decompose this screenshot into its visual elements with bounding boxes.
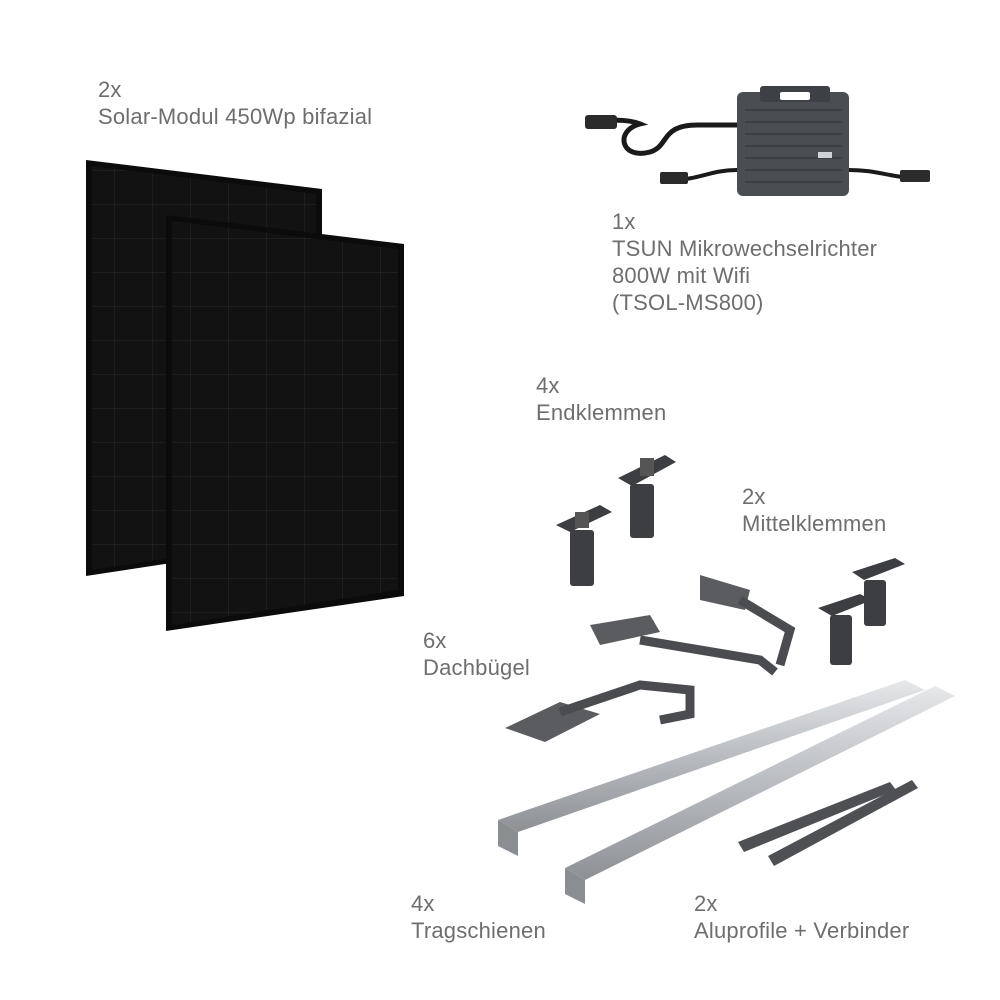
label-end-clamps: 4x Endklemmen — [536, 372, 666, 426]
roof-hooks-name: Dachbügel — [423, 655, 530, 680]
profiles-count: 2x — [694, 891, 718, 916]
end-clamps-name: Endklemmen — [536, 400, 667, 425]
profiles-name: Aluprofile + Verbinder — [694, 918, 910, 943]
inverter-model: (TSOL-MS800) — [612, 290, 764, 315]
label-solar-module: 2x Solar-Modul 450Wp bifazial — [98, 76, 372, 130]
alu-profiles — [738, 780, 918, 866]
middle-clamps-count: 2x — [742, 484, 766, 509]
inverter-count: 1x — [612, 209, 636, 234]
middle-clamps — [818, 558, 905, 665]
rails-name: Tragschienen — [411, 918, 546, 943]
micro-inverter — [585, 86, 930, 196]
label-middle-clamps: 2x Mittelklemmen — [742, 483, 886, 537]
mounting-rails — [498, 680, 955, 904]
rails-count: 4x — [411, 891, 435, 916]
solar-module-front — [166, 215, 404, 631]
roof-hooks — [505, 575, 796, 742]
solar-module-name: Solar-Modul 450Wp bifazial — [98, 104, 373, 129]
label-rails: 4x Tragschienen — [411, 890, 546, 944]
label-roof-hooks: 6x Dachbügel — [423, 627, 530, 681]
end-clamps-count: 4x — [536, 373, 560, 398]
roof-hooks-count: 6x — [423, 628, 447, 653]
end-clamps — [556, 455, 676, 586]
middle-clamps-name: Mittelklemmen — [742, 511, 887, 536]
label-profiles: 2x Aluprofile + Verbinder — [694, 890, 909, 944]
inverter-spec: 800W mit Wifi — [612, 263, 751, 288]
label-inverter: 1x TSUN Mikrowechselrichter 800W mit Wif… — [612, 208, 877, 316]
solar-module-count: 2x — [98, 77, 122, 102]
inverter-name: TSUN Mikrowechselrichter — [612, 236, 878, 261]
